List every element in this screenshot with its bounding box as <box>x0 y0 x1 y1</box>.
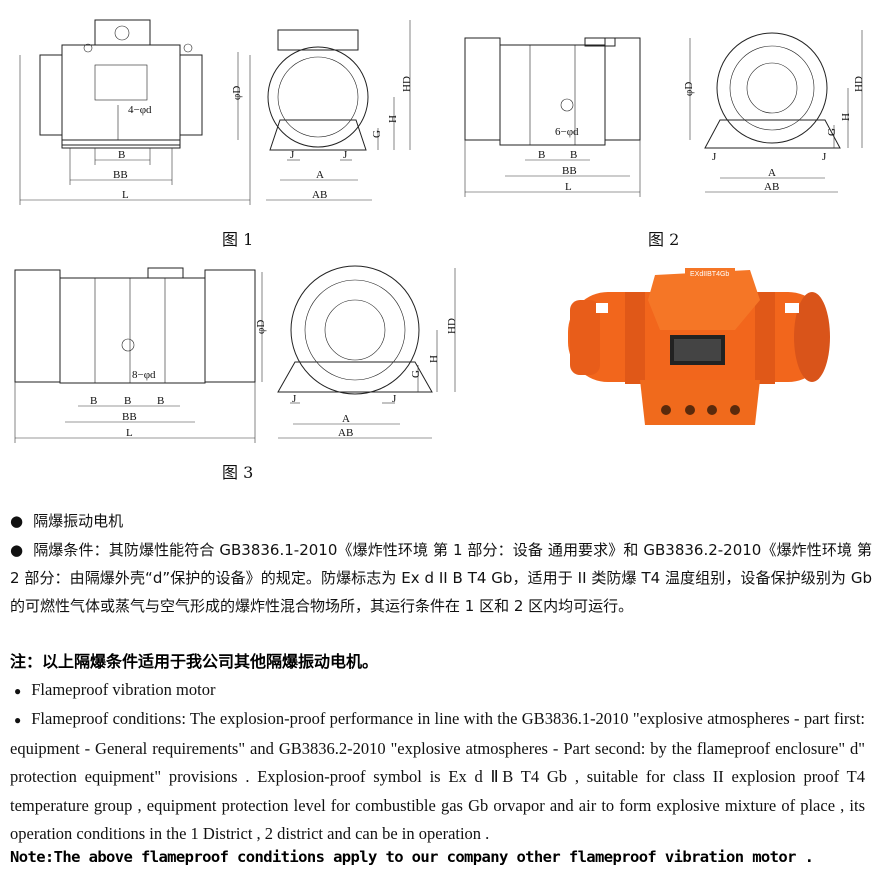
fig3-bb-label: BB <box>122 411 137 423</box>
fig1-a-label: A <box>316 169 324 181</box>
fig1-bb-label: BB <box>113 169 128 181</box>
technical-drawings: 4−φd B BB L φD J J A AB HD H G 6−φd B B … <box>14 19 865 443</box>
fig2-hd-label: HD <box>853 76 865 92</box>
fig2-d-label: φD <box>683 82 695 96</box>
bullet-icon: ● <box>10 541 24 559</box>
cn-conditions: ●隔爆条件：其防爆性能符合 GB3836.1-2010《爆炸性环境 第 1 部分… <box>10 536 872 620</box>
fig1-hd-label: HD <box>401 76 413 92</box>
motor-nameplate-text: EXdIIBT4Gb <box>690 271 729 278</box>
fig3-hd-label: HD <box>446 318 458 334</box>
fig1-l-label: L <box>122 189 129 201</box>
cn-conditions-text: 隔爆条件：其防爆性能符合 GB3836.1-2010《爆炸性环境 第 1 部分：… <box>10 541 872 615</box>
figure-3-caption: 图 3 <box>222 463 254 482</box>
fig2-bb-label: BB <box>562 165 577 177</box>
fig1-side-view <box>266 20 411 201</box>
en-title-text: Flameproof vibration motor <box>31 680 216 699</box>
fig1-j1-label: J <box>290 149 295 161</box>
fig2-b1-label: B <box>538 149 545 161</box>
fig3-h-label: H <box>428 355 440 363</box>
fig2-j1-label: J <box>712 151 717 163</box>
fig2-a-label: A <box>768 167 776 179</box>
fig1-front-view <box>19 19 251 205</box>
fig3-front-view <box>14 267 263 443</box>
figure-2-caption: 图 2 <box>648 230 680 249</box>
fig3-b3-label: B <box>157 395 164 407</box>
fig1-b-label: B <box>118 149 125 161</box>
motor-photo: EXdIIBT4Gb <box>568 268 830 425</box>
cn-title-text: 隔爆振动电机 <box>33 512 124 530</box>
en-conditions-text: Flameproof conditions: The explosion-pro… <box>10 709 865 843</box>
fig1-j2-label: J <box>343 149 348 161</box>
fig2-holes-label: 6−φd <box>555 126 579 138</box>
fig3-l-label: L <box>126 427 133 439</box>
en-conditions: ●Flameproof conditions: The explosion-pr… <box>10 705 865 849</box>
bullet-icon: ● <box>10 512 24 530</box>
fig1-holes-label: 4−φd <box>128 104 152 116</box>
fig2-h-label: H <box>840 113 852 121</box>
fig3-b1-label: B <box>90 395 97 407</box>
fig3-a-label: A <box>342 413 350 425</box>
fig3-g-label: G <box>410 370 422 378</box>
fig2-g-label: G <box>826 128 838 136</box>
fig1-d-label: φD <box>231 86 243 100</box>
cn-title: ● 隔爆振动电机 <box>10 507 872 535</box>
fig2-front-view <box>464 37 691 197</box>
fig3-side-view <box>277 265 456 439</box>
fig3-j2-label: J <box>392 393 397 405</box>
fig1-ab-label: AB <box>312 189 327 201</box>
bullet-icon: ● <box>14 713 22 727</box>
fig3-j1-label: J <box>292 393 297 405</box>
fig3-ab-label: AB <box>338 427 353 439</box>
fig2-j2-label: J <box>822 151 827 163</box>
fig1-g-label: G <box>371 130 383 138</box>
fig2-b2-label: B <box>570 149 577 161</box>
en-title: ● Flameproof vibration motor <box>10 676 865 706</box>
fig3-b2-label: B <box>124 395 131 407</box>
fig1-h-label: H <box>387 115 399 123</box>
cn-note: 注：以上隔爆条件适用于我公司其他隔爆振动电机。 <box>10 652 379 671</box>
fig2-side-view <box>704 30 863 193</box>
bullet-icon: ● <box>14 684 22 698</box>
figure-1-caption: 图 1 <box>222 230 254 249</box>
fig2-ab-label: AB <box>764 181 779 193</box>
fig3-holes-label: 8−φd <box>132 369 156 381</box>
fig3-d-label: φD <box>255 320 267 334</box>
en-note: Note:The above flameproof conditions app… <box>10 848 814 866</box>
fig2-l-label: L <box>565 181 572 193</box>
